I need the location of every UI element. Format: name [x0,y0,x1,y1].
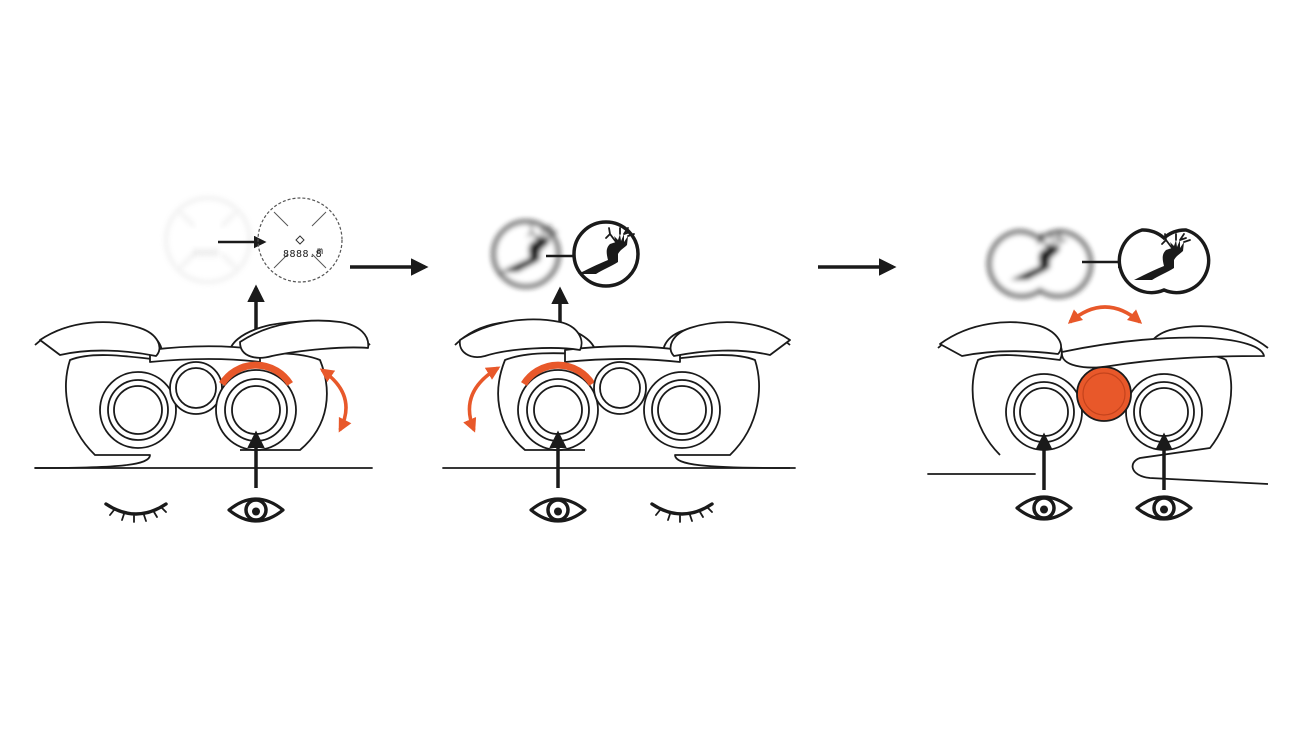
faded-readout-text: 8888 [193,248,219,259]
blurry-binocular-view [987,230,1093,298]
focus-wheel [1076,366,1132,422]
binoculars-2 [442,318,796,469]
readout-text: 8888.8 [283,249,322,260]
eye-open-icon [529,497,587,523]
eye-open-icon [1135,495,1193,521]
step-1-group: 8888 8888.8 m [34,197,373,524]
binoculars-1 [34,319,373,469]
rotation-arrow-icon [463,366,501,433]
eye-open-icon [227,497,285,523]
binoculars-3 [927,321,1269,485]
sharp-view [572,220,640,288]
sharp-display-right: 8888.8 m [257,197,343,283]
faded-display-left: 8888 [165,197,251,283]
rotation-arrow-icon [319,368,352,433]
diopter-ring-left [521,361,595,386]
rotation-arrow-icon [1067,305,1143,324]
eye-closed-icon [104,502,168,524]
eye-open-icon [1015,495,1073,521]
diopter-ring-right [219,361,293,386]
sharp-binocular-view [1117,228,1211,295]
eye-closed-icon [650,502,714,524]
readout-unit: m [317,246,324,257]
blurry-view [492,220,560,288]
step-3-group [927,228,1269,521]
step-2-group [442,220,796,524]
